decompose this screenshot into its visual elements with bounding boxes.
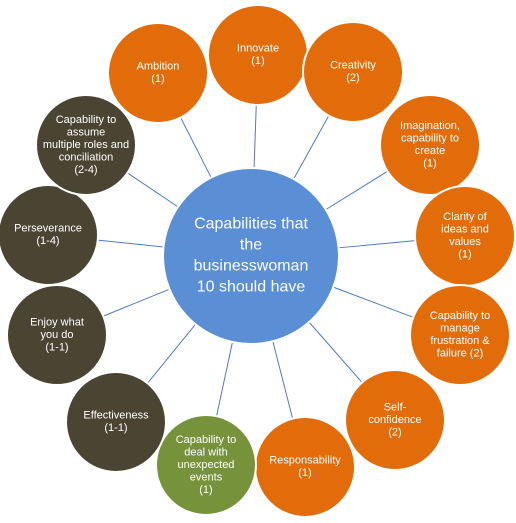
node-frustration-circle [409,284,511,386]
node-frustration-label-line: failure (2) [437,348,483,360]
connector-multiple-roles [127,172,179,208]
node-multiple-roles-label-line: (2-4) [74,164,97,176]
node-enjoy-label-line: you do [40,329,73,341]
node-enjoy-label-line: (1-1) [45,341,68,353]
node-multiple-roles-circle [35,94,137,196]
node-unexpected-events-label-line: Capability to [176,434,237,446]
connector-creativity [293,115,330,180]
center-title-line: the [240,237,262,254]
connector-enjoy [103,288,170,317]
node-effectiveness: Effectiveness(1-1) [65,371,167,473]
node-clarity-label-line: ideas and [441,224,489,236]
center-title-line: businesswoman [194,258,309,275]
node-responsability: Responsability(1) [254,416,356,518]
node-ambition-circle [107,22,209,124]
node-ambition: Ambition(1) [107,22,209,124]
node-self-confidence-label-line: Self- [384,401,407,413]
center-circle [162,167,340,345]
capability-nodes: Innovate(1)Creativity(2)Imagination,capa… [0,4,516,518]
node-self-confidence-label-line: (2) [388,426,401,438]
node-perseverance-label-line: (1-4) [36,235,59,247]
node-frustration-label-line: frustration & [430,335,490,347]
node-unexpected-events-label-line: (1) [199,484,212,496]
node-self-confidence: Self-confidence(2) [344,369,446,471]
node-perseverance: Perseverance(1-4) [0,184,99,286]
node-effectiveness-circle [65,371,167,473]
node-unexpected-events-label-line: deal with [184,446,227,458]
node-multiple-roles-label-line: Capability to [56,114,117,126]
connector-effectiveness [147,323,196,384]
connector-clarity [338,240,416,249]
center-title-line: Capabilities that [194,216,308,233]
node-imagination-label-line: (1) [423,158,436,170]
connector-innovate [253,104,257,169]
node-clarity-label-line: Clarity of [443,211,487,223]
node-enjoy-label-line: Enjoy what [30,316,84,328]
node-creativity-label-line: (2) [346,72,359,84]
connector-imagination [325,170,388,211]
node-ambition-label-line: Ambition [137,61,180,73]
connector-ambition [180,117,212,178]
connector-self-confidence [308,321,363,383]
node-innovate-label-line: Innovate [237,43,279,55]
node-creativity: Creativity(2) [302,21,404,123]
center-title-line: 10 should have [197,279,306,296]
node-creativity-circle [302,21,404,123]
node-effectiveness-label-line: Effectiveness [83,410,149,422]
connector-frustration [333,286,414,318]
node-frustration-label-line: manage [440,323,480,335]
node-clarity-label-line: (1) [458,249,471,261]
node-effectiveness-label-line: (1-1) [104,422,127,434]
node-unexpected-events-label-line: events [190,471,223,483]
node-innovate-label-line: (1) [251,55,264,67]
connector-perseverance [97,239,164,248]
node-innovate: Innovate(1) [207,4,309,106]
node-perseverance-circle [0,184,99,286]
node-imagination-label-line: create [415,145,446,157]
node-frustration-label-line: Capability to [430,310,491,322]
node-multiple-roles-label-line: conciliation [59,151,113,163]
node-ambition-label-line: (1) [151,73,164,85]
node-imagination-circle [379,94,481,196]
connector-lines [97,104,416,419]
node-unexpected-events-label-line: unexpected [178,459,235,471]
node-responsability-label-line: (1) [298,467,311,479]
center-node: Capabilities that the businesswoman 10 shou… [162,167,340,345]
node-self-confidence-circle [344,369,446,471]
node-multiple-roles-label-line: multiple roles and [43,139,129,151]
node-imagination-label-line: Imagination, [400,120,460,132]
node-imagination-label-line: capability to [401,133,459,145]
connector-responsability [272,341,294,419]
node-clarity-label-line: values [449,236,481,248]
node-self-confidence-label-line: confidence [368,414,421,426]
node-unexpected-events-circle [155,414,257,516]
connector-unexpected-events [216,341,233,417]
node-perseverance-label-line: Perseverance [14,223,82,235]
node-creativity-label-line: Creativity [330,60,376,72]
node-multiple-roles-label-line: assume [67,126,106,138]
node-responsability-label-line: Responsability [269,455,341,467]
